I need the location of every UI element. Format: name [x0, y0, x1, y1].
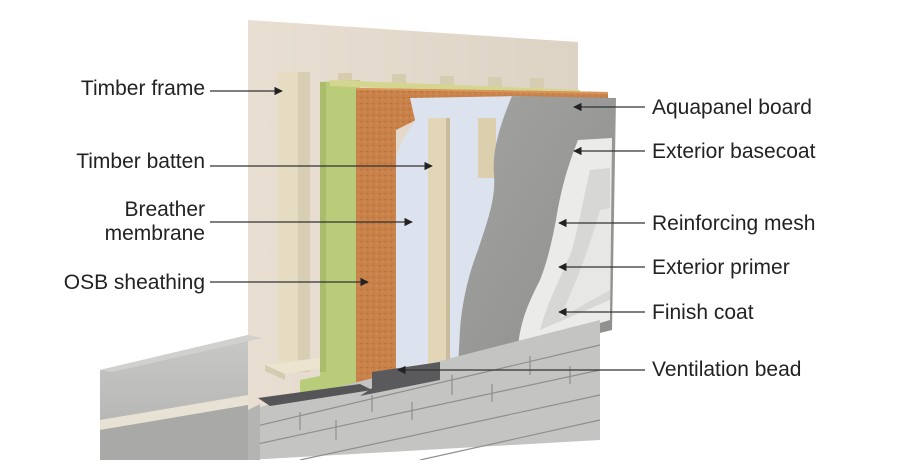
label-finish-coat: Finish coat — [652, 301, 754, 324]
leader-lines-left — [210, 86, 433, 287]
label-breather-membrane: Breather membrane — [105, 198, 205, 246]
render-layers — [518, 138, 612, 348]
label-exterior-primer: Exterior primer — [652, 256, 790, 279]
label-reinforcing-mesh: Reinforcing mesh — [652, 212, 816, 235]
label-ventilation-bead: Ventilation bead — [652, 358, 802, 381]
blockwork — [247, 320, 601, 461]
label-timber-batten: Timber batten — [76, 150, 205, 173]
label-breather-membrane-line2: membrane — [104, 222, 205, 245]
label-aquapanel-board: Aquapanel board — [652, 96, 812, 119]
label-timber-frame: Timber frame — [80, 77, 205, 100]
leader-lines-right — [397, 102, 645, 375]
label-breather-membrane-line1: Breather — [124, 198, 205, 221]
timber-battens — [428, 118, 496, 373]
label-osb-sheathing: OSB sheathing — [63, 271, 205, 294]
osb-sheathing — [356, 88, 608, 392]
label-exterior-basecoat: Exterior basecoat — [652, 140, 816, 163]
floor-slab — [100, 335, 262, 460]
